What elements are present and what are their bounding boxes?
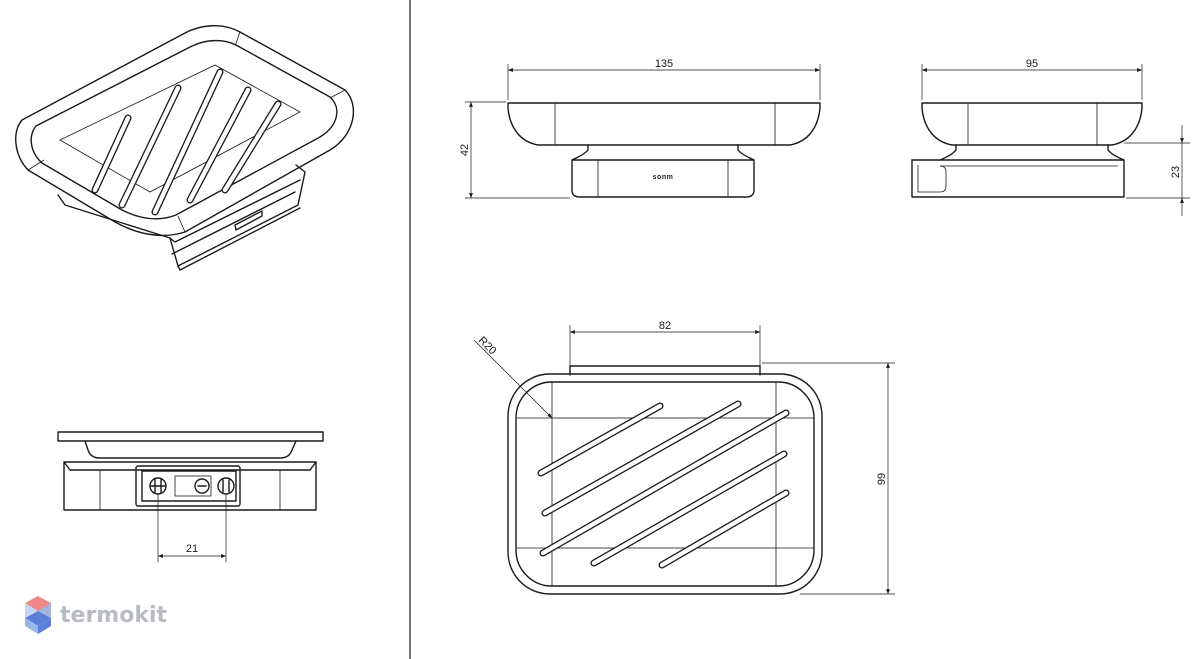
- back-view: 21: [57, 431, 324, 562]
- iso-rods: [91, 68, 282, 216]
- dim-front-width: 135: [655, 58, 673, 70]
- top-view: 82 99 R20: [473, 320, 895, 595]
- termokit-logo: [25, 596, 51, 634]
- dim-hole-spacing: 21: [186, 543, 198, 555]
- dim-corner-radius: R20: [476, 334, 499, 357]
- dim-top-depth: 99: [876, 473, 888, 485]
- dim-bracket-height: 23: [1170, 166, 1182, 178]
- dim-top-inner-width: 82: [659, 320, 671, 332]
- top-rods: [537, 400, 790, 569]
- isometric-view: [15, 25, 355, 271]
- side-view: 95 23: [911, 58, 1190, 216]
- front-view: sonm 135 42: [459, 58, 821, 199]
- dim-front-height: 42: [459, 144, 471, 156]
- dim-side-width: 95: [1026, 58, 1038, 70]
- brand-mark: sonm: [653, 174, 674, 181]
- watermark-text: termokit: [60, 603, 167, 628]
